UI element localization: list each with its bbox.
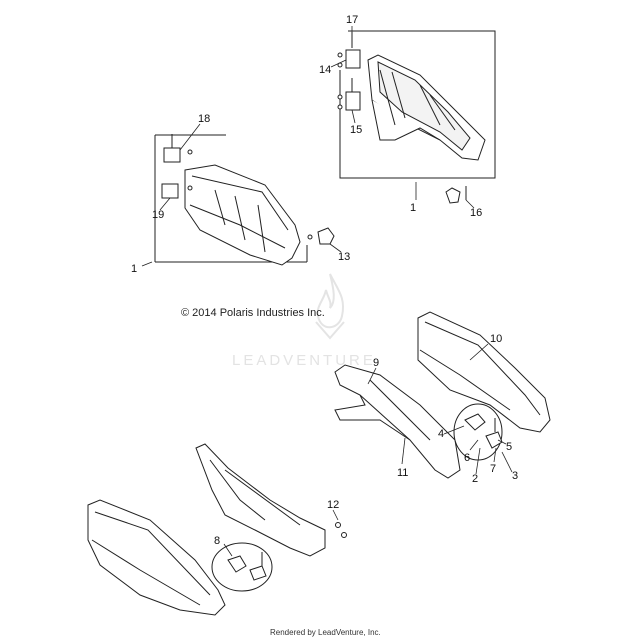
leadventure-flame-logo-icon [315,273,345,340]
assembly-box-upper-right [339,30,496,179]
door-frame-9 [334,364,461,479]
door-panel-bottom [87,499,226,616]
latch-16 [445,186,467,204]
copyright-text: © 2014 Polaris Industries Inc. [181,307,325,319]
callout-1-left: 1 [131,263,138,275]
door-panel-left [184,164,301,266]
latch-assembly-lower [453,403,503,461]
callout-14: 14 [319,64,332,76]
callout-8: 8 [214,535,221,547]
door-panel-10 [417,311,551,433]
callout-5: 5 [506,441,513,453]
callout-7: 7 [490,463,497,475]
callout-12: 12 [327,499,340,511]
hinge-left [161,134,193,199]
callout-16: 16 [470,207,483,219]
latch-13 [307,227,335,245]
latch-assembly-8 [211,542,273,592]
callout-9: 9 [373,357,380,369]
callout-3: 3 [512,470,519,482]
callout-4: 4 [438,428,445,440]
callout-13: 13 [338,251,351,263]
door-frame-upper-right [367,54,486,161]
callout-15: 15 [350,124,363,136]
callout-17: 17 [346,14,359,26]
callout-19: 19 [152,209,165,221]
callout-2: 2 [472,473,479,485]
callout-10: 10 [490,333,503,345]
footer-credit: Rendered by LeadVenture, Inc. [270,628,381,637]
callout-11: 11 [397,467,409,479]
leader-lines [141,26,513,557]
callout-6: 6 [464,452,471,464]
fastener-12 [335,522,347,538]
callout-1-upper: 1 [410,202,417,214]
hinge-upper [337,32,361,111]
watermark-text: LEADVENTURE [232,352,376,369]
callout-18: 18 [198,113,211,125]
door-frame-bottom [195,443,326,557]
